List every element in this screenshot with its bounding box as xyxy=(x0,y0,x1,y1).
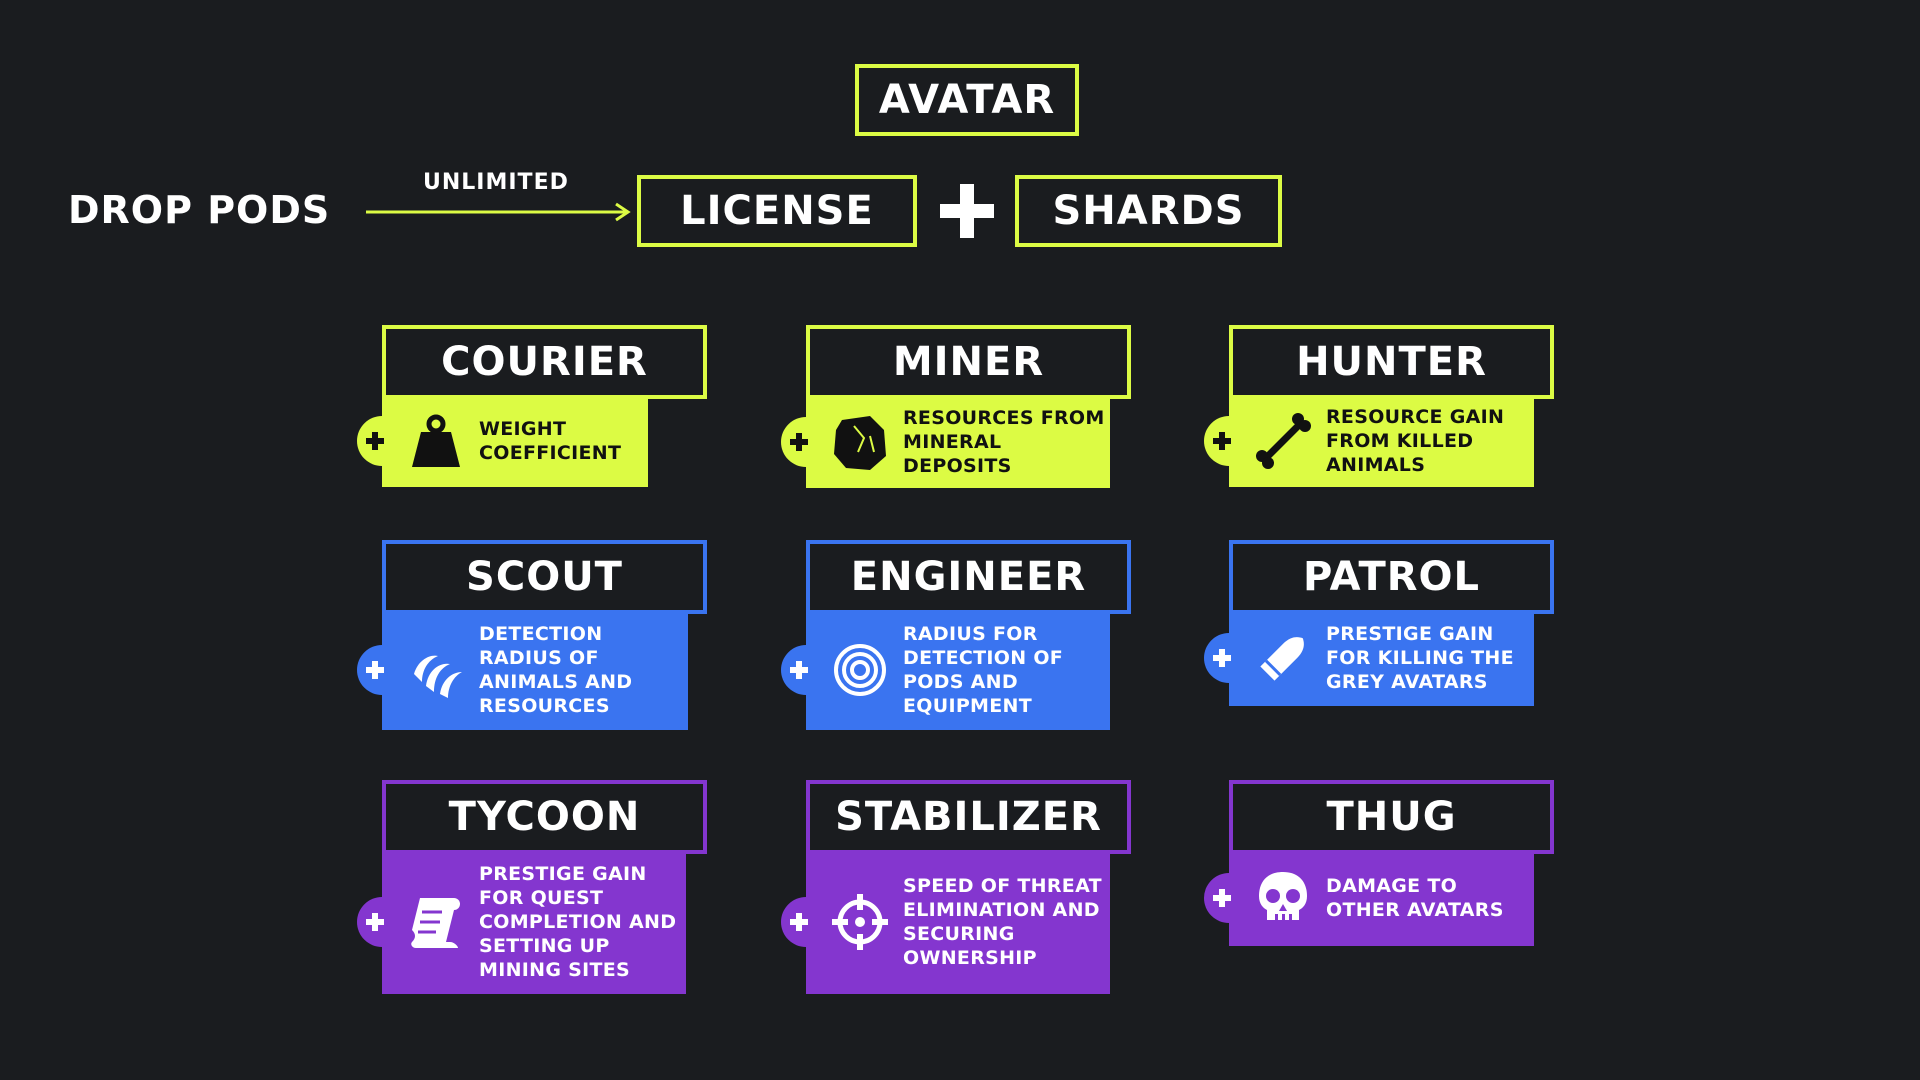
class-title: ENGINEER xyxy=(806,540,1131,614)
unlimited-label: UNLIMITED xyxy=(423,170,569,195)
class-title: COURIER xyxy=(382,325,707,399)
skull-icon xyxy=(1259,872,1307,920)
rock-icon xyxy=(834,415,886,470)
class-card-engineer: ENGINEER RADIUS FOR DETECTION OF PODS AN… xyxy=(781,540,1131,730)
card-panel xyxy=(382,610,688,730)
plus-icon xyxy=(366,913,384,931)
class-title: HUNTER xyxy=(1229,325,1554,399)
class-card-scout: SCOUT DETECTION RADIUS OF ANIMALS AND RE… xyxy=(357,540,707,730)
plus-icon xyxy=(790,913,808,931)
class-title: PATROL xyxy=(1229,540,1554,614)
class-description: DETECTION RADIUS OF ANIMALS AND RESOURCE… xyxy=(479,623,633,717)
class-title: THUG xyxy=(1229,780,1554,854)
class-title: SCOUT xyxy=(382,540,707,614)
class-description: RADIUS FOR DETECTION OF PODS AND EQUIPME… xyxy=(903,623,1064,717)
shards-box: SHARDS xyxy=(1015,175,1282,247)
class-card-thug: THUG DAMAGE TO OTHER AVATARS xyxy=(1204,780,1554,960)
card-panel xyxy=(806,610,1110,730)
plus-icon xyxy=(366,661,384,679)
weight-icon xyxy=(412,414,460,467)
class-card-tycoon: TYCOON PRESTIGE GAIN FOR QUEST COMPLETIO… xyxy=(357,780,707,994)
license-label: LICENSE xyxy=(680,188,874,234)
plus-icon xyxy=(940,184,994,238)
drop-pods-label: DROP PODS xyxy=(68,188,331,232)
class-description: SPEED OF THREAT ELIMINATION AND SECURING… xyxy=(903,875,1102,969)
plus-icon xyxy=(790,432,808,451)
plus-icon xyxy=(790,661,808,679)
crosshair-icon xyxy=(832,894,888,950)
license-box: LICENSE xyxy=(637,175,917,247)
class-card-courier: COURIER WEIGHT COEFFICIENT xyxy=(357,325,707,505)
claws-icon xyxy=(414,655,462,698)
class-title: MINER xyxy=(806,325,1131,399)
scroll-icon xyxy=(411,898,460,948)
plus-icon xyxy=(366,432,384,450)
class-title: TYCOON xyxy=(382,780,707,854)
avatar-box: AVATAR xyxy=(855,64,1079,136)
class-description: WEIGHT COEFFICIENT xyxy=(479,418,622,464)
class-title: STABILIZER xyxy=(806,780,1131,854)
class-description: PRESTIGE GAIN FOR QUEST COMPLETION AND S… xyxy=(479,863,677,981)
class-description: RESOURCE GAIN FROM KILLED ANIMALS xyxy=(1326,406,1505,476)
class-card-stabilizer: STABILIZER SPEED OF THREAT ELIMINATION A… xyxy=(781,780,1131,994)
class-card-hunter: HUNTER RESOURCE GAIN FROM KILLED ANIMALS xyxy=(1204,325,1554,505)
avatar-label: AVATAR xyxy=(878,77,1056,123)
class-description: DAMAGE TO OTHER AVATARS xyxy=(1326,875,1504,921)
class-description: RESOURCES FROM MINERAL DEPOSITS xyxy=(903,406,1105,477)
plus-icon xyxy=(1213,432,1231,450)
arrow-icon xyxy=(366,202,631,222)
shards-label: SHARDS xyxy=(1052,188,1245,234)
radar-icon xyxy=(834,644,886,696)
plus-icon xyxy=(1213,649,1231,667)
bullet-icon xyxy=(1260,637,1304,681)
class-card-patrol: PATROL PRESTIGE GAIN FOR KILLING THE GRE… xyxy=(1204,540,1554,720)
class-card-miner: MINER RESOURCES FROM MINERAL DEPOSITS xyxy=(781,325,1131,505)
bone-icon xyxy=(1256,413,1311,469)
plus-icon xyxy=(1213,889,1231,907)
class-description: PRESTIGE GAIN FOR KILLING THE GREY AVATA… xyxy=(1326,623,1514,693)
